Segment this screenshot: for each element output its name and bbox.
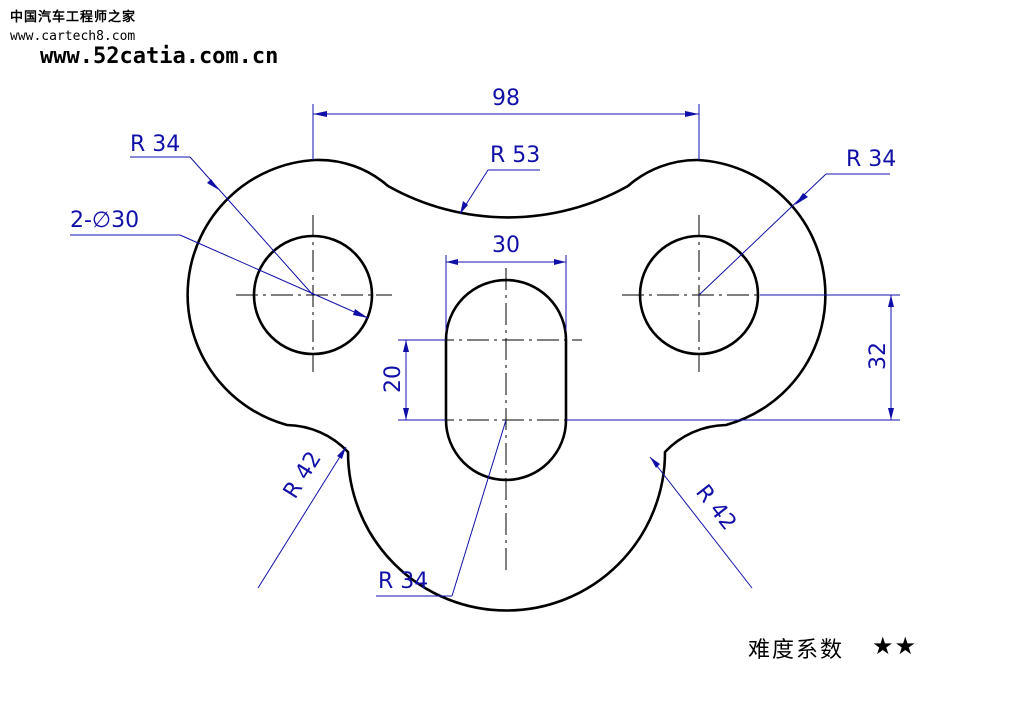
outer-profile [186,158,827,612]
outer-contour [186,158,827,612]
dim-top-left-radius: R 34 [130,132,180,157]
arrowheads [207,111,894,468]
dim-slot-width: 30 [492,233,520,258]
dimension-lines [70,104,900,597]
watermark-url-cartech: www.cartech8.com [10,29,136,44]
dim-bottom-radius: R 34 [378,569,428,594]
dim-left-blend-radius: R 42 [279,447,327,503]
difficulty-stars: ★★ [872,632,918,660]
dim-vertical-offset: 32 [866,342,891,370]
watermark-url-52catia: www.52catia.com.cn [40,44,279,69]
dim-right-blend-radius: R 42 [690,480,741,535]
difficulty-label: 难度系数 [748,638,845,663]
dim-top-right-radius: R 34 [846,147,896,172]
dim-top-arc-radius: R 53 [490,143,540,168]
watermark-site-cn: 中国汽车工程师之家 [10,10,137,25]
dim-slot-height: 20 [381,365,406,393]
center-lines [236,215,778,574]
dim-hole-diameter: 2-∅30 [70,208,139,233]
dim-center-distance: 98 [492,86,520,111]
